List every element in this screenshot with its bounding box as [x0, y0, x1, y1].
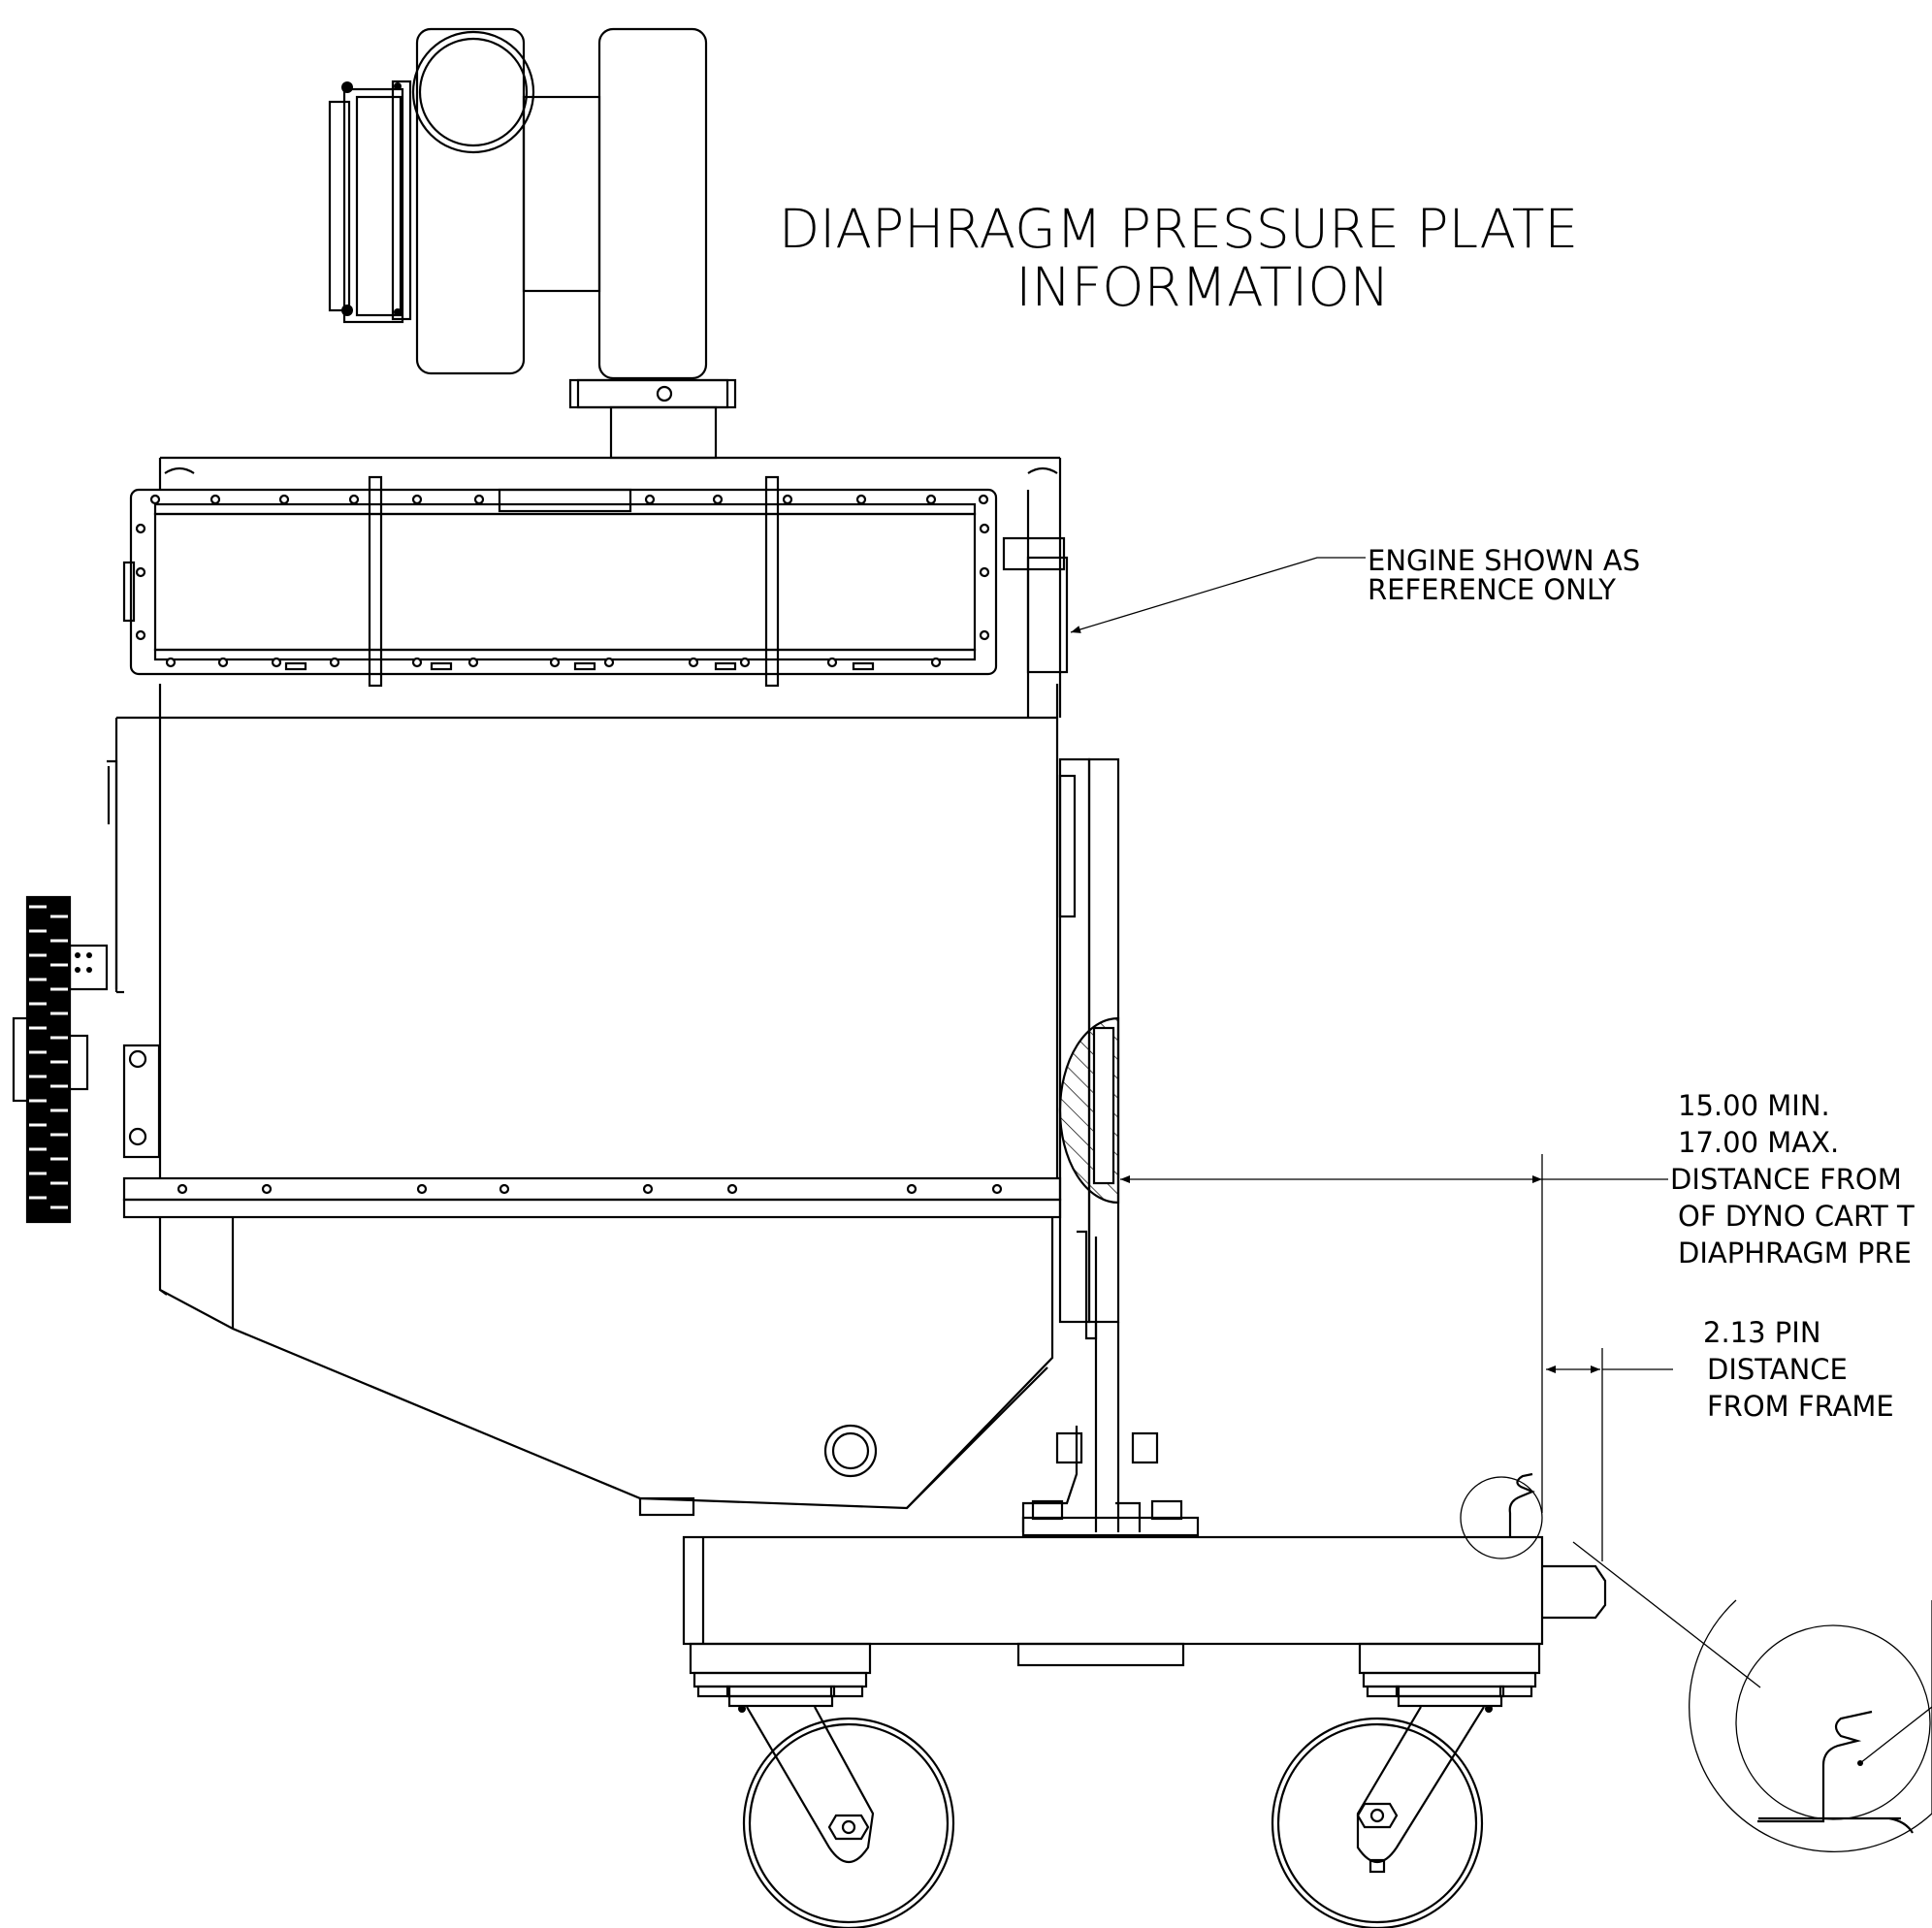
- title-line-1: DIAPHRAGM PRESSURE PLATE: [779, 198, 1578, 260]
- note-engine-reference-line-2: REFERENCE ONLY: [1368, 573, 1616, 606]
- note-cart-distance-line-3: DISTANCE FROM: [1670, 1163, 1902, 1196]
- note-cart-distance-line-1: 15.00 MIN.: [1678, 1089, 1830, 1122]
- note-engine-reference-line-1: ENGINE SHOWN AS: [1368, 544, 1640, 577]
- title-line-2: INFORMATION: [1015, 256, 1390, 318]
- caster-left: [689, 1642, 955, 1928]
- engine-block: [107, 684, 1062, 1517]
- note-cart-distance-line-5: DIAPHRAGM PRE: [1678, 1237, 1912, 1269]
- note-pin-distance-line-3: FROM FRAME: [1707, 1390, 1894, 1423]
- engine-top: [122, 456, 1069, 718]
- turbocharger: [328, 27, 737, 460]
- dimension-pin-distance: [1546, 1348, 1673, 1561]
- dimension-cart-to-plate: [1120, 1154, 1668, 1513]
- note-cart-distance-line-2: 17.00 MAX.: [1678, 1126, 1839, 1159]
- note-cart-distance-line-4: OF DYNO CART T: [1678, 1200, 1915, 1233]
- flywheel: [12, 895, 109, 1224]
- detail-callout: [1460, 1476, 1932, 1852]
- dyno-cart: [682, 1426, 1607, 1667]
- pressure-plate: [1058, 757, 1120, 1532]
- note-pin-distance-line-1: 2.13 PIN: [1703, 1316, 1821, 1349]
- note-pin-distance-line-2: DISTANCE: [1707, 1353, 1848, 1386]
- caster-right: [1271, 1642, 1541, 1928]
- engine-reference-leader: [1070, 557, 1366, 633]
